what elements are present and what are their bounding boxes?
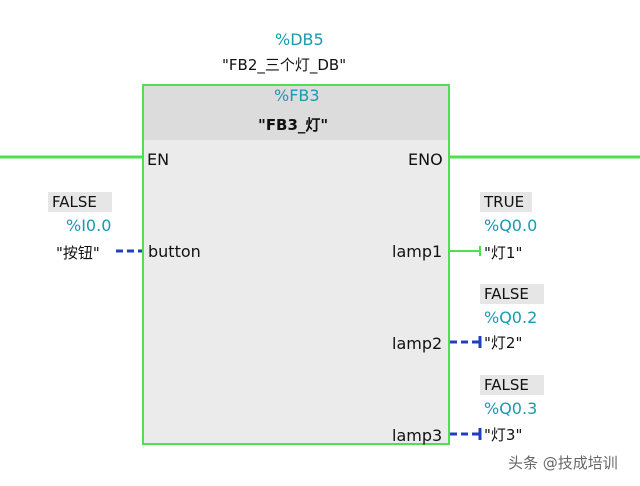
instance-db-symbol[interactable]: "FB2_三个灯_DB" <box>222 56 347 74</box>
lamp2-pin: lamp2 <box>392 334 443 353</box>
button-address[interactable]: %I0.0 <box>66 216 112 235</box>
watermark: 头条 @技成培训 <box>508 454 618 472</box>
lamp2-address[interactable]: %Q0.2 <box>484 308 538 327</box>
lamp3-address[interactable]: %Q0.3 <box>484 399 538 418</box>
lamp3-symbol[interactable]: "灯3" <box>484 426 523 444</box>
lamp1-symbol[interactable]: "灯1" <box>484 244 523 262</box>
eno-pin: ENO <box>408 150 443 169</box>
function-block-header <box>144 86 448 140</box>
lamp3-pin: lamp3 <box>392 426 443 445</box>
function-block[interactable] <box>142 84 450 445</box>
button-state-value: FALSE <box>48 192 112 212</box>
button-symbol[interactable]: "按钮" <box>56 244 100 262</box>
lamp2-state-value: FALSE <box>480 284 544 304</box>
function-block-name: "FB3_灯" <box>258 116 329 134</box>
en-pin: EN <box>147 150 170 169</box>
lamp1-pin: lamp1 <box>392 242 443 261</box>
instance-db-address[interactable]: %DB5 <box>275 30 324 49</box>
lamp1-address[interactable]: %Q0.0 <box>484 216 538 235</box>
lamp3-state-value: FALSE <box>480 375 544 395</box>
lamp1-state-value: TRUE <box>480 192 532 212</box>
lamp2-symbol[interactable]: "灯2" <box>484 334 523 352</box>
button-pin: button <box>148 242 201 261</box>
function-block-address: %FB3 <box>274 86 320 105</box>
